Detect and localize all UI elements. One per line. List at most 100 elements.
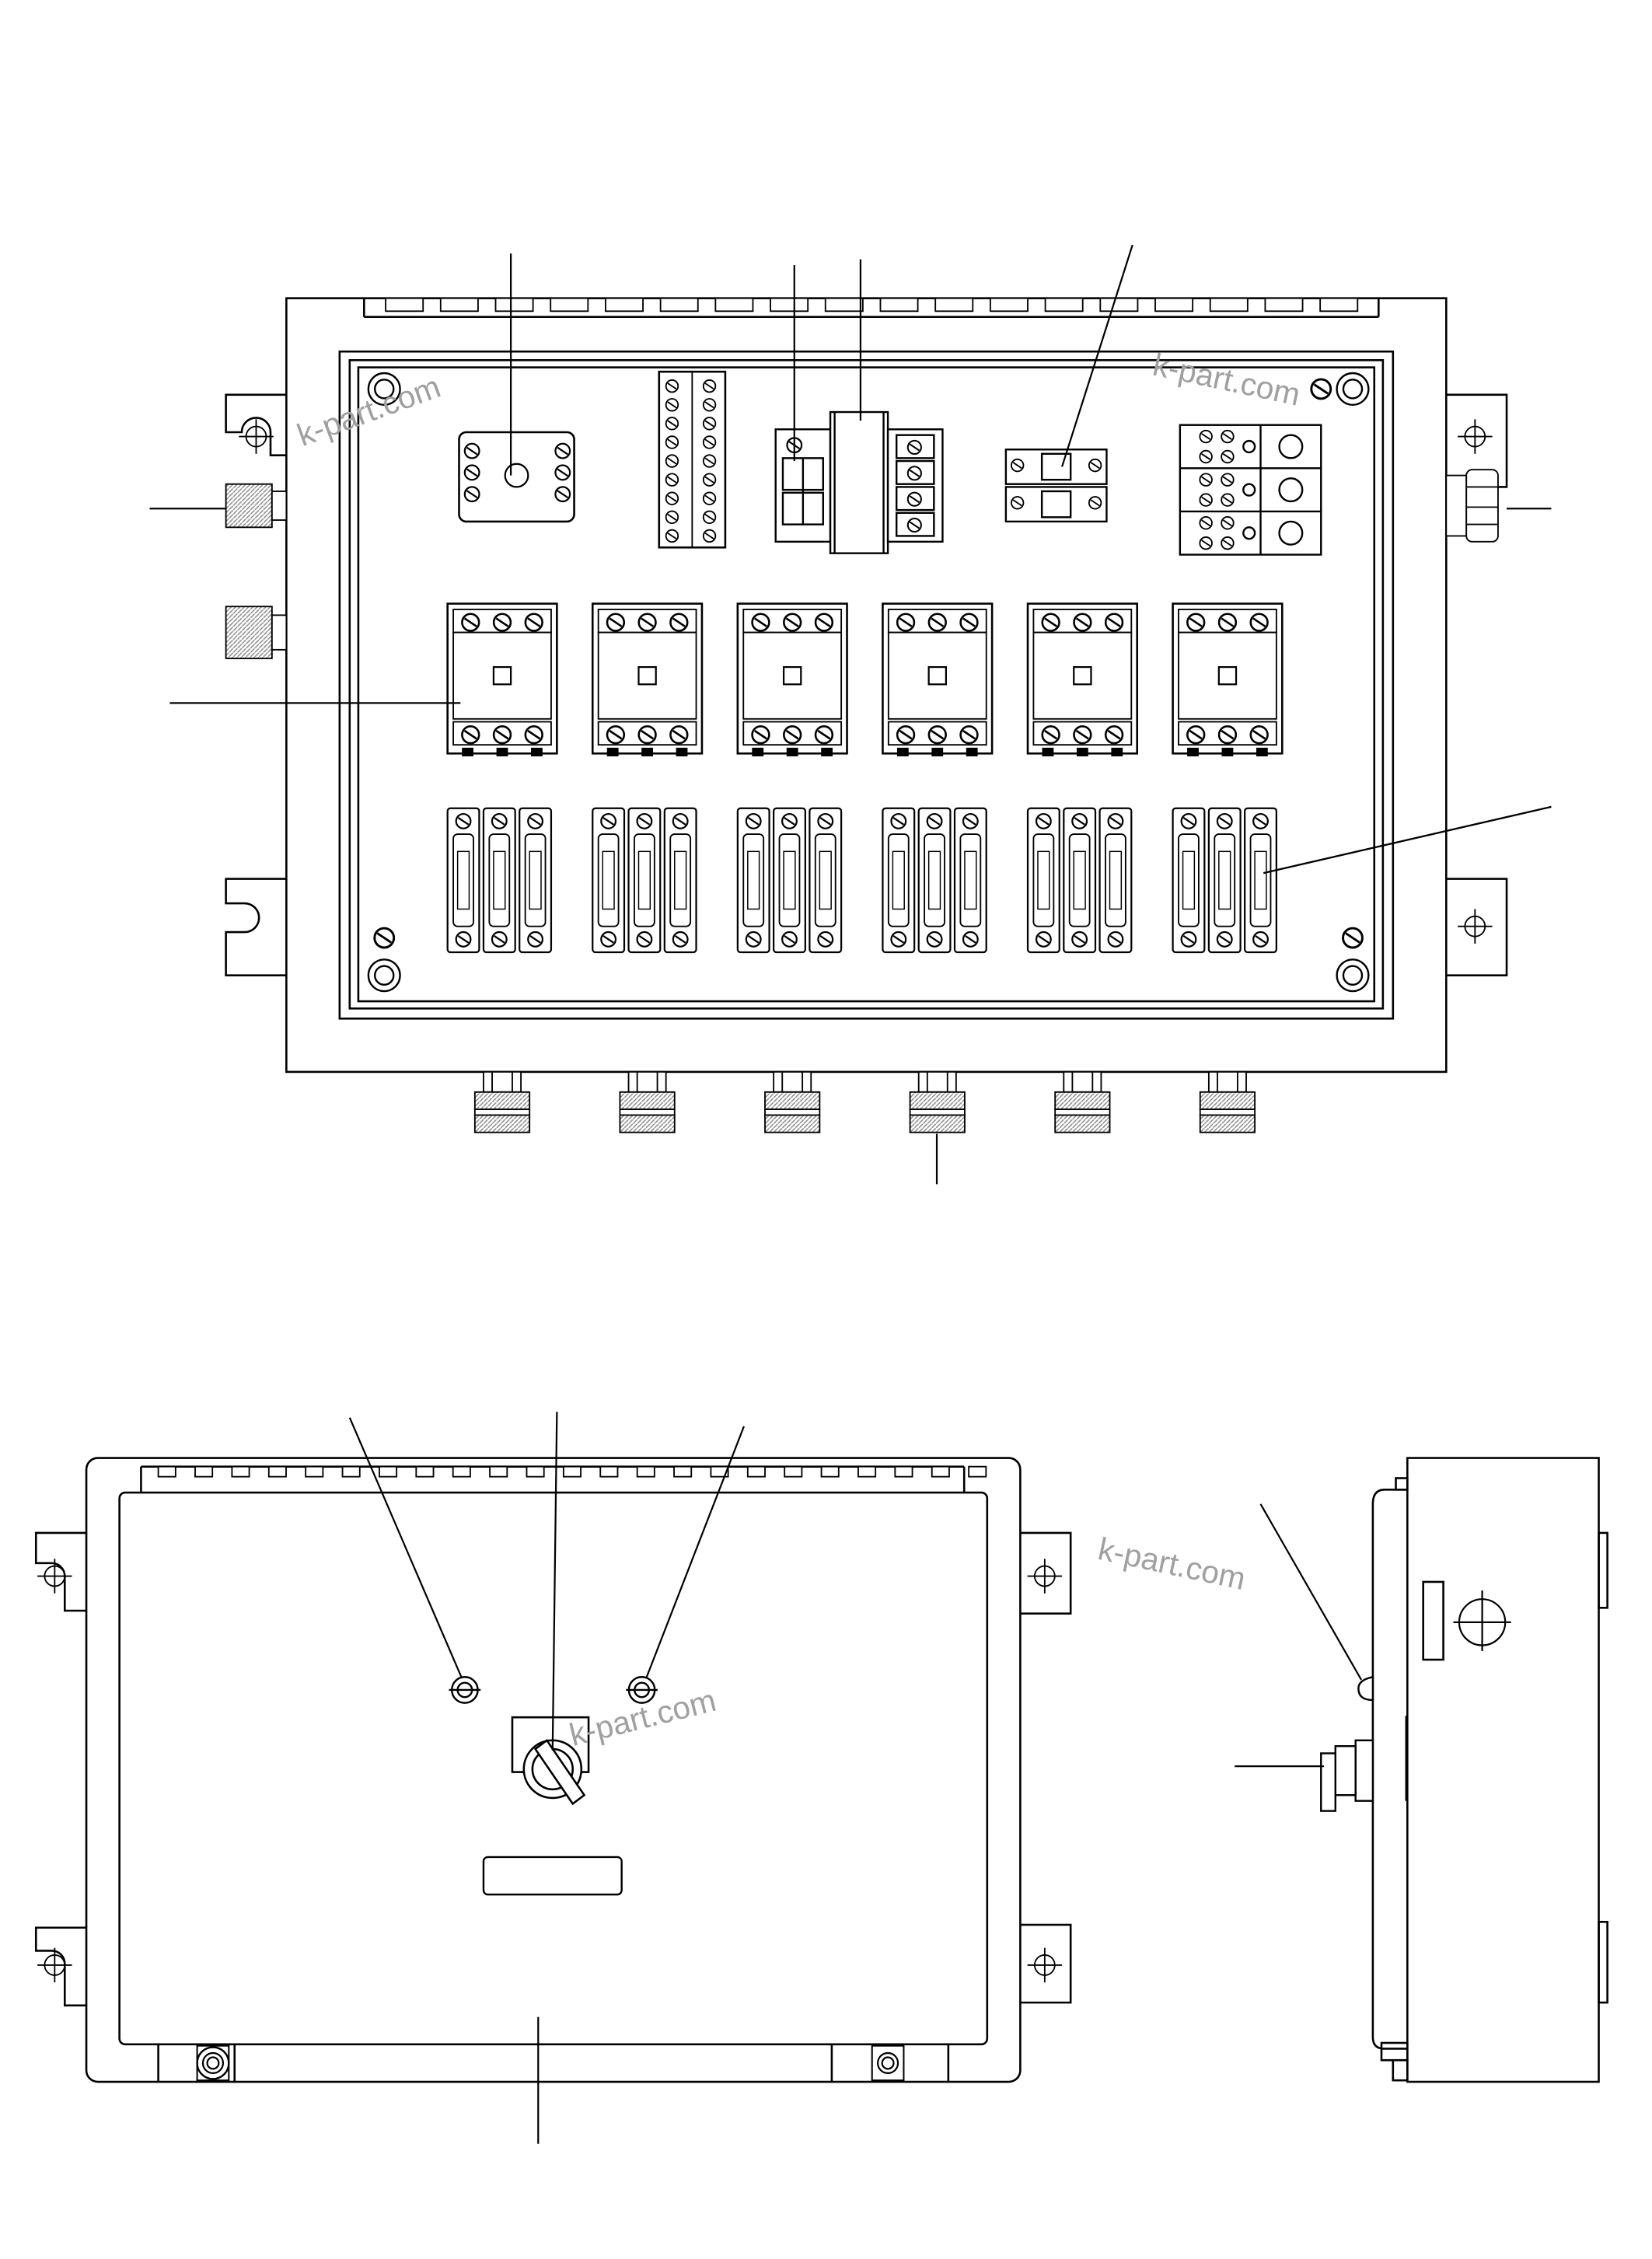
terminal-screw	[702, 529, 717, 543]
side-gland-mark	[1453, 1590, 1511, 1651]
enclosure-outer	[285, 297, 1448, 1074]
top-vent	[385, 297, 424, 312]
top-vent	[1099, 297, 1139, 312]
top-vent	[879, 297, 919, 312]
front-vent	[968, 1465, 987, 1478]
front-vent	[231, 1465, 250, 1478]
watermark-2: k-part.com	[1150, 347, 1304, 413]
front-bracket-left-top	[34, 1531, 87, 1612]
mounting-plate	[357, 366, 1376, 1003]
front-vent	[415, 1465, 435, 1478]
terminal-screw	[702, 473, 717, 487]
side-door	[1371, 1489, 1408, 2050]
cable-gland	[473, 1070, 531, 1133]
front-vent	[710, 1465, 729, 1478]
front-vent	[894, 1465, 913, 1478]
front-vent-row	[157, 1465, 987, 1478]
contactor	[592, 604, 702, 756]
top-vent	[1209, 297, 1249, 312]
front-vent	[562, 1465, 582, 1478]
watermark-1: k-part.com	[292, 368, 445, 453]
terminal-screw	[702, 510, 717, 525]
cable-gland	[619, 1070, 676, 1133]
side-view	[1371, 1457, 1608, 2083]
front-vent	[489, 1465, 508, 1478]
front-vent	[931, 1465, 950, 1478]
terminal-screw	[665, 529, 679, 543]
top-vent	[1319, 297, 1359, 312]
door-latch-bolts	[196, 2044, 905, 2082]
panel-frame	[338, 350, 1395, 1020]
front-vent	[267, 1465, 287, 1478]
front-vent	[673, 1465, 693, 1478]
contactor	[448, 604, 557, 756]
front-bracket-right-top	[1020, 1531, 1072, 1615]
control-relay	[458, 431, 575, 523]
door-nameplate	[482, 1856, 623, 1896]
contactor	[882, 604, 992, 756]
fuse-holder	[448, 808, 551, 952]
bracket-left-top	[225, 393, 287, 456]
front-vent	[526, 1465, 545, 1478]
front-vent	[157, 1465, 176, 1478]
cable-gland	[1199, 1070, 1256, 1133]
terminal-screw	[702, 491, 717, 505]
open-panel-view	[225, 297, 1508, 1074]
side-enclosure	[1406, 1457, 1600, 2083]
terminal-screw	[665, 491, 679, 505]
front-vent	[452, 1465, 471, 1478]
terminal-screw	[665, 379, 679, 393]
cable-gland	[1054, 1070, 1111, 1133]
fuse-holder	[1028, 808, 1131, 952]
terminal-screw	[665, 454, 679, 468]
top-vent	[934, 297, 974, 312]
side-lamp-knob	[1320, 1675, 1374, 1812]
front-vent	[341, 1465, 361, 1478]
contactor	[1028, 604, 1137, 756]
terminal-screw	[702, 398, 717, 412]
top-vent	[770, 297, 809, 312]
terminal-screw	[702, 379, 717, 393]
top-vent	[714, 297, 754, 312]
bracket-right-bottom	[1446, 878, 1508, 976]
enclosure-front	[85, 1457, 1022, 2083]
front-vent	[379, 1465, 398, 1478]
door-panel	[118, 1491, 989, 2046]
top-vent	[1044, 297, 1084, 312]
top-vent	[604, 297, 644, 312]
cable-gland	[909, 1070, 966, 1133]
front-bracket-right-bottom	[1020, 1923, 1072, 2004]
cable-gland	[764, 1070, 821, 1133]
front-vent	[305, 1465, 324, 1478]
fuse-holder	[738, 808, 841, 952]
transformer-block	[774, 410, 944, 554]
top-vent	[824, 297, 864, 312]
front-vent	[820, 1465, 840, 1478]
terminal-screw	[665, 473, 679, 487]
pilot-lamp-left	[449, 1676, 481, 1704]
front-vent	[784, 1465, 803, 1478]
front-vent	[194, 1465, 214, 1478]
top-vent	[494, 297, 534, 312]
leader-lines-top	[149, 244, 1552, 1185]
leader-lines-side	[1235, 1503, 1363, 1768]
fuse-holder	[882, 808, 986, 952]
top-vent	[989, 297, 1029, 312]
terminal-screw	[665, 435, 679, 449]
fuse-holder	[1173, 808, 1277, 952]
top-vent	[1264, 297, 1304, 312]
side-gland-left	[225, 483, 288, 659]
leader-lines-front	[348, 1412, 746, 2144]
terminal-screw	[702, 417, 717, 431]
front-vent	[857, 1465, 877, 1478]
front-vent	[746, 1465, 766, 1478]
terminal-screw	[665, 398, 679, 412]
top-vent	[439, 297, 479, 312]
top-vent	[550, 297, 589, 312]
fuse-holder-row	[448, 808, 1277, 952]
front-vent	[636, 1465, 655, 1478]
main-terminal-block	[1179, 424, 1322, 556]
watermark-3: k-part.com	[1095, 1531, 1249, 1597]
front-vent	[599, 1465, 619, 1478]
